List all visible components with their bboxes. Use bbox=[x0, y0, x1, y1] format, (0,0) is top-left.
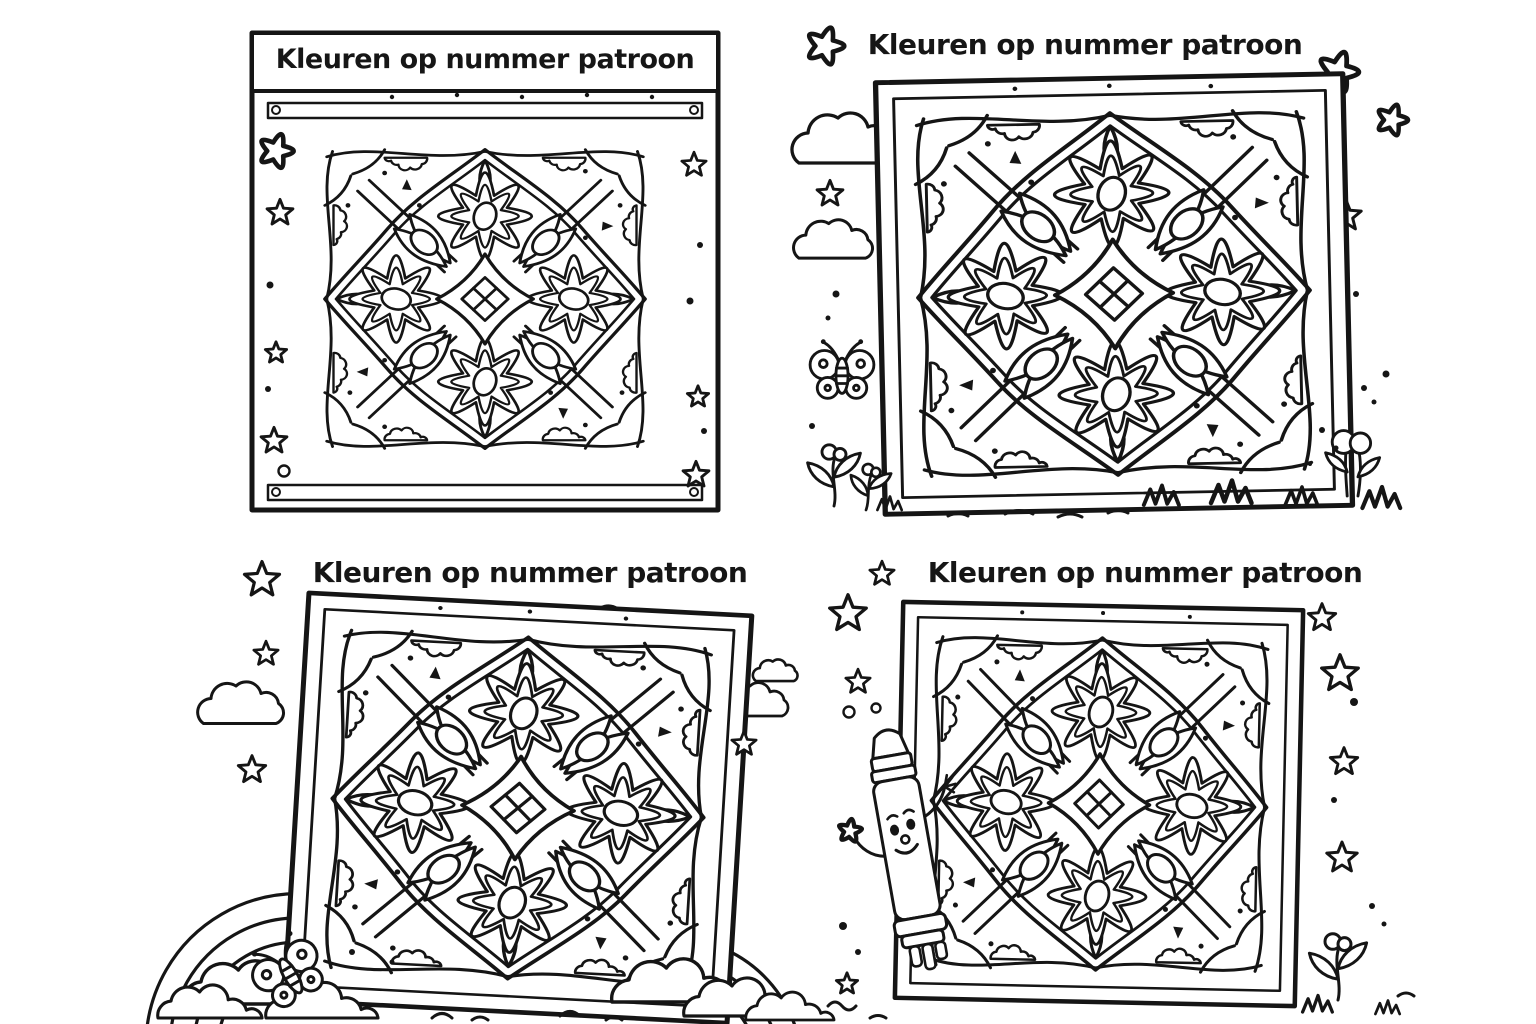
page-title: Kleuren op nummer patroon bbox=[312, 556, 748, 589]
ground-decorations bbox=[805, 337, 1401, 519]
title-banner bbox=[250, 31, 720, 93]
panel-top-left bbox=[249, 30, 721, 513]
page-title: Kleuren op nummer patroon bbox=[867, 28, 1303, 61]
sky-decorations bbox=[791, 25, 1410, 405]
star-icon bbox=[236, 754, 268, 784]
sprout-icon bbox=[1307, 931, 1369, 1002]
grass-icon bbox=[1374, 999, 1402, 1016]
panel-bottom-left bbox=[145, 559, 836, 1024]
ground-decorations bbox=[155, 729, 836, 1022]
grass-icon bbox=[946, 509, 1130, 519]
panel-top-right bbox=[791, 25, 1410, 519]
sky-decorations bbox=[827, 559, 896, 719]
star-icon bbox=[827, 592, 869, 632]
star-icon bbox=[1319, 652, 1361, 692]
star-icon bbox=[1325, 840, 1359, 873]
hanger-bar-top bbox=[266, 101, 704, 120]
star-icon bbox=[1328, 746, 1360, 776]
page-title: Kleuren op nummer patroon bbox=[275, 44, 695, 75]
flower-cloud-icon bbox=[807, 25, 847, 67]
crayon-face bbox=[886, 808, 919, 855]
tile-pattern bbox=[876, 74, 1353, 515]
grass-icon bbox=[1396, 991, 1416, 998]
panel-bottom-right bbox=[826, 559, 1416, 1020]
star-icon bbox=[252, 639, 280, 666]
star-icon bbox=[834, 971, 860, 995]
star-icon bbox=[242, 559, 282, 597]
margin-decorations bbox=[259, 132, 711, 488]
crayon-character bbox=[836, 728, 957, 971]
rainbow-left bbox=[145, 892, 376, 1024]
crayon-arm-right bbox=[923, 785, 947, 819]
crayon-hand-right bbox=[943, 773, 957, 794]
cloud-icon bbox=[195, 679, 286, 726]
page-title: Kleuren op nummer patroon bbox=[927, 556, 1363, 589]
grass-icon bbox=[1300, 993, 1334, 1014]
flower-cloud-icon bbox=[1377, 103, 1410, 137]
grass-icon bbox=[430, 1010, 624, 1022]
hanger-bar-bottom bbox=[266, 483, 704, 502]
star-icon bbox=[1306, 602, 1338, 632]
butterfly-icon bbox=[808, 337, 876, 401]
star-icon bbox=[844, 667, 872, 694]
star-icon bbox=[868, 559, 896, 586]
crayon-hand-left bbox=[836, 816, 866, 846]
star-icon bbox=[815, 178, 845, 207]
ground-decorations bbox=[826, 602, 1416, 1020]
grass-icon bbox=[826, 1000, 888, 1020]
cloud-icon bbox=[751, 658, 799, 683]
grass-icon bbox=[1362, 487, 1400, 508]
crayon-tip bbox=[871, 728, 910, 761]
cloud-icon bbox=[791, 218, 875, 260]
tile-pattern bbox=[895, 602, 1303, 1006]
